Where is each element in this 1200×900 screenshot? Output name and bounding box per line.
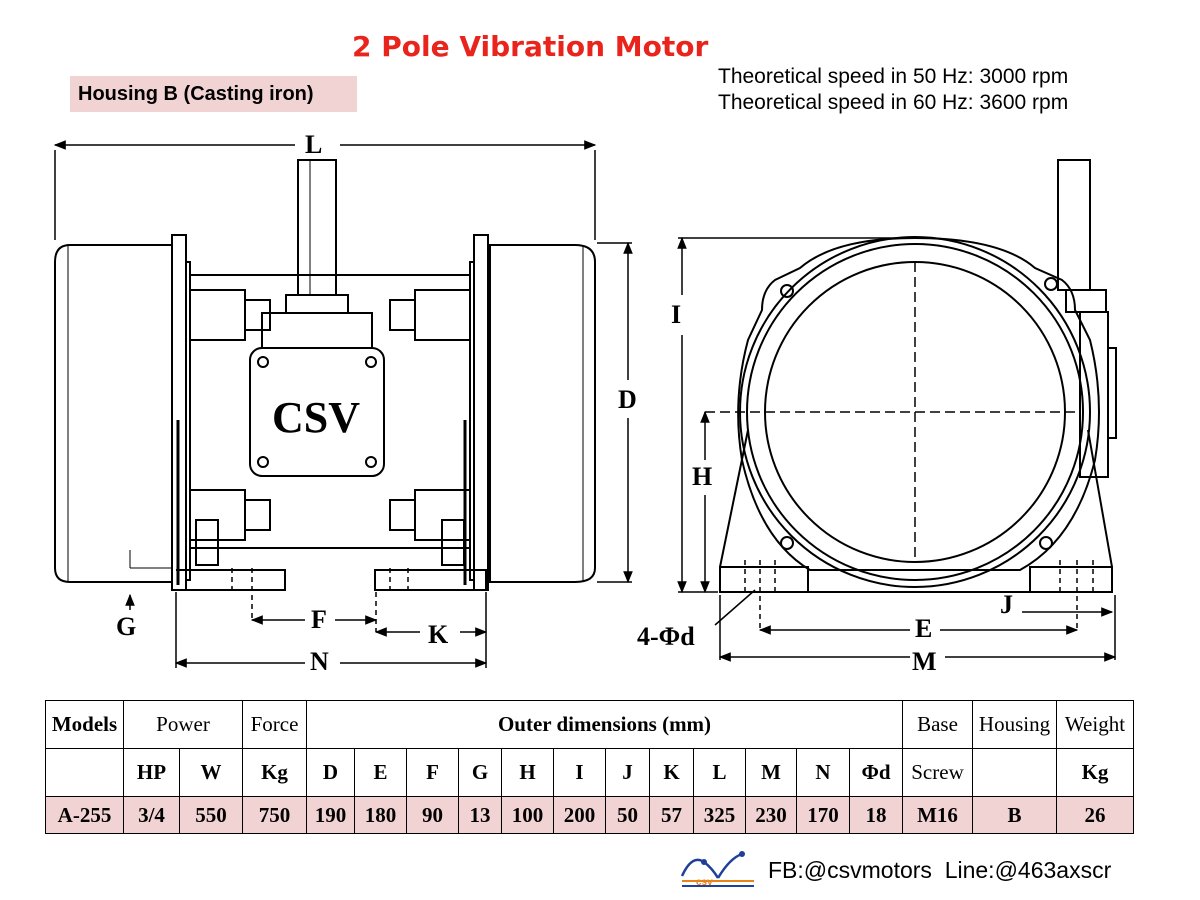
dim-N: N <box>310 647 329 676</box>
header-empty <box>45 748 124 797</box>
header-k: K <box>649 748 694 797</box>
cell-k: 57 <box>649 796 694 834</box>
nameplate-text: CSV <box>272 393 360 442</box>
speed-50hz: Theoretical speed in 50 Hz: 3000 rpm <box>718 65 1069 88</box>
cell-n: 170 <box>796 796 850 834</box>
csv-logo-icon: csv <box>680 851 754 888</box>
page-title: 2 Pole Vibration Motor <box>352 30 709 63</box>
housing-label: Housing B (Casting iron) <box>70 76 357 112</box>
spec-table: Models Power Force Outer dimensions (mm)… <box>45 700 1134 834</box>
header-power: Power <box>123 700 243 749</box>
dim-G: G <box>116 612 136 641</box>
header-phi-d: Φd <box>849 748 903 797</box>
dim-L: L <box>305 130 322 159</box>
cell-hp: 3/4 <box>123 796 180 834</box>
header-force: Force <box>242 700 307 749</box>
header-j: J <box>605 748 650 797</box>
cell-f: 90 <box>406 796 459 834</box>
cell-w: 550 <box>179 796 243 834</box>
cell-screw: M16 <box>902 796 973 834</box>
cell-housing: B <box>972 796 1057 834</box>
header-screw: Screw <box>902 748 973 797</box>
dim-I: I <box>671 300 681 329</box>
cell-g: 13 <box>458 796 502 834</box>
cell-phi-d: 18 <box>849 796 903 834</box>
cell-l: 325 <box>693 796 746 834</box>
cell-i: 200 <box>553 796 606 834</box>
cell-model: A-255 <box>45 796 124 834</box>
dim-M: M <box>912 647 937 676</box>
header-base: Base <box>902 700 973 749</box>
cell-e: 180 <box>354 796 407 834</box>
table-header-row-2: HP W Kg D E F G H I J K L M N Φd Screw K… <box>45 748 1134 797</box>
cell-force: 750 <box>242 796 307 834</box>
header-hp: HP <box>123 748 180 797</box>
dim-H: H <box>692 462 712 491</box>
header-d: D <box>306 748 355 797</box>
header-l: L <box>693 748 746 797</box>
cell-h: 100 <box>501 796 554 834</box>
dim-hole: 4-Φd <box>637 622 695 651</box>
header-g: G <box>458 748 502 797</box>
header-force-kg: Kg <box>242 748 307 797</box>
footer-contact: FB:@csvmotors Line:@463axscr <box>768 857 1112 883</box>
end-view <box>705 159 1117 632</box>
cell-d: 190 <box>306 796 355 834</box>
technical-drawing: CSV L D G F K N <box>53 130 1117 676</box>
header-m: M <box>745 748 797 797</box>
side-view <box>54 159 596 632</box>
dim-D: D <box>618 385 637 414</box>
dim-K: K <box>428 620 449 649</box>
table-header-row-1: Models Power Force Outer dimensions (mm)… <box>45 700 1134 749</box>
header-w: W <box>179 748 243 797</box>
speed-60hz: Theoretical speed in 60 Hz: 3600 rpm <box>718 91 1069 114</box>
header-i: I <box>553 748 606 797</box>
header-h: H <box>501 748 554 797</box>
header-f: F <box>406 748 459 797</box>
cell-weight: 26 <box>1056 796 1134 834</box>
header-models: Models <box>45 700 124 749</box>
cell-j: 50 <box>605 796 650 834</box>
header-n: N <box>796 748 850 797</box>
table-row: A-255 3/4 550 750 190 180 90 13 100 200 … <box>45 796 1134 834</box>
logo-text: csv <box>696 877 713 888</box>
side-dimensions <box>53 140 633 668</box>
header-outer-dimensions: Outer dimensions (mm) <box>306 700 903 749</box>
header-weight-kg: Kg <box>1056 748 1134 797</box>
end-dimensions <box>677 236 1117 662</box>
dim-F: F <box>311 605 327 634</box>
dim-J: J <box>1000 590 1013 619</box>
dim-E: E <box>915 614 932 643</box>
cell-m: 230 <box>745 796 797 834</box>
header-housing: Housing <box>972 700 1057 749</box>
header-e: E <box>354 748 407 797</box>
header-housing-empty <box>972 748 1057 797</box>
header-weight: Weight <box>1056 700 1134 749</box>
